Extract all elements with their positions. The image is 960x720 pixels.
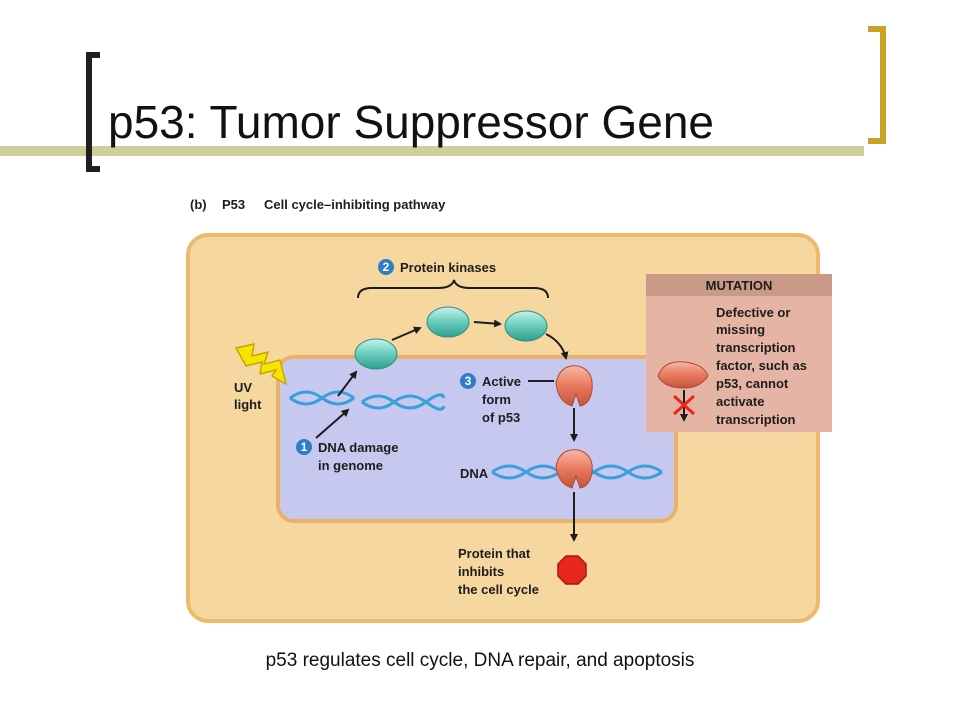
step-3-number: 3 (465, 374, 472, 388)
arrow-damage-to-kinase (337, 370, 358, 397)
product-label-line-1: Protein that (458, 546, 531, 561)
step-3-label-line-2: form (482, 392, 511, 407)
kinase-protein-1 (354, 338, 398, 370)
step-3-label-line-1: Active (482, 374, 521, 389)
left-title-bracket (86, 52, 100, 172)
uv-label-line-1: UV (234, 380, 252, 395)
kinase-protein-3 (504, 310, 548, 342)
stop-sign-icon (557, 555, 587, 585)
pathway-gene-label: P53 (222, 197, 245, 212)
nucleus (276, 355, 678, 523)
product-label-line-3: the cell cycle (458, 582, 539, 597)
damaged-dna-helix (289, 390, 446, 411)
active-p53-protein (555, 365, 593, 407)
slide-title: p53: Tumor Suppressor Gene (108, 96, 714, 148)
product-label-line-2: inhibits (458, 564, 504, 579)
mutation-line-6: activate (716, 394, 764, 409)
mutation-line-2: missing (716, 322, 765, 337)
mutation-line-5: p53, cannot (716, 376, 789, 391)
arrow-kinase1-to-kinase2 (391, 326, 422, 341)
kinase-protein-2 (426, 306, 470, 338)
mutation-line-3: transcription (716, 340, 796, 355)
uv-label-line-2: light (234, 397, 262, 412)
step-2-badge (378, 259, 394, 275)
kinases-brace (357, 279, 549, 299)
dna-label: DNA (460, 466, 489, 481)
panel-letter: (b) (190, 197, 207, 212)
step-1-label-line-1: DNA damage (318, 440, 398, 455)
step-3-badge (460, 373, 476, 389)
mutation-line-4: factor, such as (716, 358, 807, 373)
right-title-bracket (868, 26, 886, 144)
arrow-label-to-damage (315, 408, 350, 439)
step-1-number: 1 (301, 440, 308, 454)
mutation-line-7: transcription (716, 412, 796, 427)
mutation-header: MUTATION (706, 278, 773, 293)
uv-lightning-icon (234, 343, 288, 386)
step-2-label: Protein kinases (400, 260, 496, 275)
defective-p53-protein (657, 361, 709, 389)
slide-caption: p53 regulates cell cycle, DNA repair, an… (265, 650, 695, 671)
pathway-name: Cell cycle–inhibiting pathway (264, 197, 446, 212)
step-1-label-line-2: in genome (318, 458, 383, 473)
step-1-badge (296, 439, 312, 455)
blocked-x-icon (672, 394, 696, 416)
mutation-line-1: Defective or (716, 305, 790, 320)
step-3-label-line-3: of p53 (482, 410, 520, 425)
arrow-kinase2-to-kinase3 (473, 319, 502, 328)
dna-bound-p53-protein (555, 449, 593, 489)
arrow-kinase3-to-p53 (545, 333, 569, 360)
title-underline-rule (0, 146, 864, 156)
mutation-header-bar (646, 274, 832, 296)
step-2-number: 2 (383, 260, 390, 274)
